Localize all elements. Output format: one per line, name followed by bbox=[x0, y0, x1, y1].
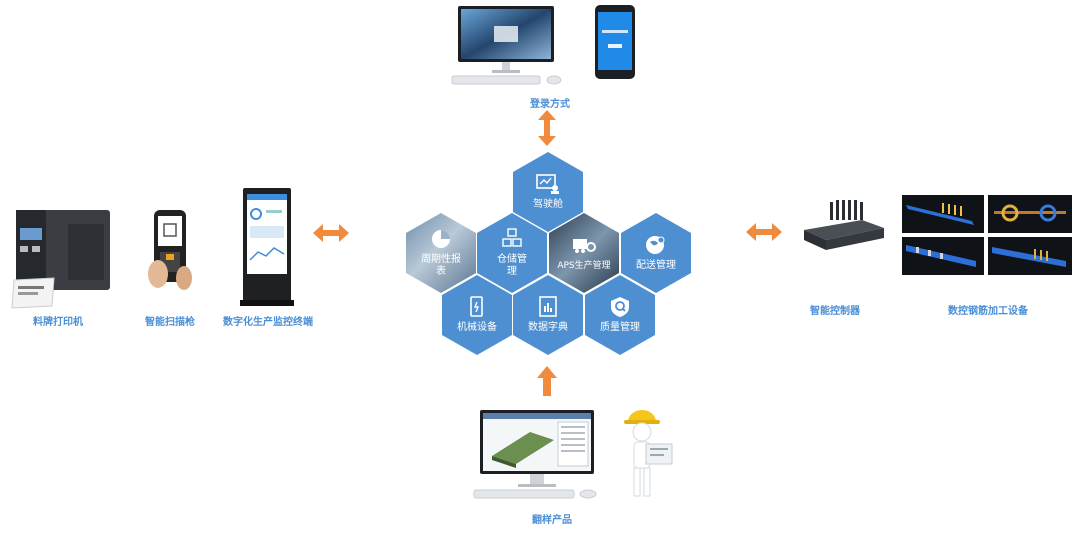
hex-cockpit[interactable]: 驾驶舱 bbox=[513, 152, 583, 232]
truck-gear-icon bbox=[573, 239, 596, 253]
hex-aps-production-label: APS生产管理 bbox=[557, 261, 611, 271]
desktop-computer-icon bbox=[451, 6, 562, 85]
label-printer-icon bbox=[11, 210, 110, 309]
globe-pin-icon bbox=[646, 236, 665, 254]
ledger-icon bbox=[539, 296, 557, 317]
hex-warehouse-label: 仓储管理 bbox=[497, 254, 527, 277]
search-shield-icon bbox=[611, 297, 629, 317]
hex-periodic-report-label: 周期性报表 bbox=[421, 254, 461, 277]
hex-aps-production[interactable]: APS生产管理 bbox=[549, 213, 619, 293]
cubes-icon bbox=[502, 228, 522, 247]
hex-quality[interactable]: 质量管理 bbox=[585, 275, 655, 355]
layout-product-label: 翻样产品 bbox=[532, 515, 572, 526]
arrow-vertical-top bbox=[538, 110, 556, 146]
arrow-up-bottom bbox=[537, 366, 557, 396]
scanner-label: 智能扫描枪 bbox=[145, 317, 195, 328]
hex-periodic-report[interactable]: 周期性报表 bbox=[406, 213, 476, 293]
fuel-pump-icon bbox=[470, 296, 483, 317]
arrow-horizontal-right bbox=[746, 223, 782, 241]
login-devices bbox=[450, 4, 640, 92]
kiosk-label: 数字化生产监控终端 bbox=[223, 317, 313, 328]
handheld-scanner-icon bbox=[148, 210, 192, 290]
hex-machinery-label: 机械设备 bbox=[457, 322, 497, 333]
hex-machinery[interactable]: 机械设备 bbox=[442, 275, 512, 355]
mobile-phone-icon bbox=[595, 5, 635, 79]
dashboard-icon bbox=[536, 174, 559, 194]
rebar-machine-image-1 bbox=[902, 195, 984, 233]
hex-quality-label: 质量管理 bbox=[600, 322, 640, 333]
cnc-equipment-grid bbox=[902, 195, 1072, 275]
hex-delivery[interactable]: 配送管理 bbox=[621, 213, 691, 293]
rebar-machine-image-4 bbox=[988, 237, 1072, 275]
controller-label: 智能控制器 bbox=[810, 306, 860, 317]
layout-workstation-icon bbox=[473, 410, 673, 499]
rebar-machine-image-3 bbox=[902, 237, 984, 275]
smart-controller-icon bbox=[804, 200, 884, 250]
login-method-label: 登录方式 bbox=[530, 99, 570, 110]
hex-data-dictionary[interactable]: 数据字典 bbox=[513, 275, 583, 355]
kiosk-terminal-icon bbox=[240, 188, 294, 306]
arrow-horizontal-left bbox=[313, 224, 349, 242]
cnc-equipment-label: 数控钢筋加工设备 bbox=[948, 306, 1028, 317]
pie-chart-icon bbox=[432, 230, 450, 248]
rebar-machine-image-2 bbox=[988, 195, 1072, 233]
printer-label: 料牌打印机 bbox=[33, 317, 83, 328]
hex-delivery-label: 配送管理 bbox=[636, 260, 676, 271]
hex-cockpit-label: 驾驶舱 bbox=[533, 199, 563, 210]
hex-data-dictionary-label: 数据字典 bbox=[528, 322, 568, 333]
